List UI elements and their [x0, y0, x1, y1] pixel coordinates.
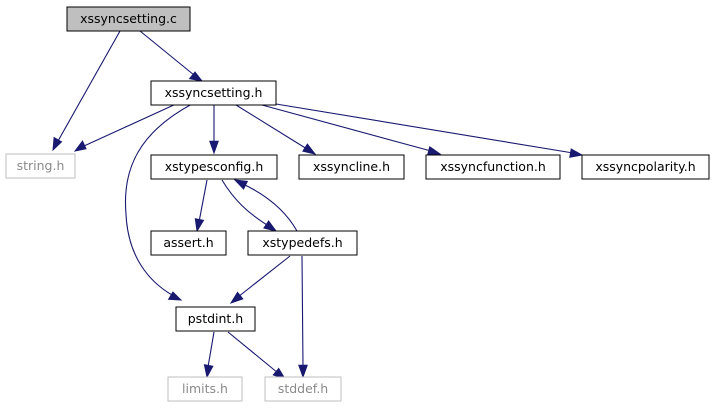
edge-xssyncsetting-h-to-pstdint-h [124, 103, 193, 301]
node-pstdint-h[interactable]: pstdint.h [175, 306, 256, 332]
node-label: xstypesconfig.h [165, 159, 264, 174]
node-label: pstdint.h [188, 311, 243, 326]
edge-pstdint-h-to-stddef-h [227, 331, 287, 380]
node-label: stddef.h [278, 381, 328, 396]
node-label: string.h [17, 158, 65, 173]
node-label: xssyncpolarity.h [595, 159, 695, 174]
edge-xssyncsetting-h-to-xstypesconfig-h [209, 105, 219, 155]
edge-xssyncsetting-c-to-string-h [52, 30, 121, 152]
edge-xstypesconfig-h-to-xstypedefs-h [221, 179, 278, 232]
edge-xstypedefs-h-to-stddef-h [298, 255, 308, 379]
edge-xstypedefs-h-to-xstypesconfig-h [233, 179, 298, 232]
edge-xssyncsetting-c-to-xssyncsetting-h [139, 30, 204, 82]
node-xssyncfunction-h[interactable]: xssyncfunction.h [425, 154, 561, 180]
edge-xstypesconfig-h-to-assert-h [194, 179, 208, 233]
node-label: xssyncsetting.c [80, 11, 177, 26]
node-xssyncline-h[interactable]: xssyncline.h [298, 154, 405, 180]
edge-xssyncsetting-h-to-string-h [73, 103, 177, 152]
edge-xssyncsetting-h-to-xssyncpolarity-h [275, 103, 584, 158]
edge-xstypedefs-h-to-pstdint-h [229, 255, 291, 304]
node-stddef-h[interactable]: stddef.h [264, 376, 342, 402]
node-assert-h[interactable]: assert.h [150, 230, 227, 256]
node-string-h[interactable]: string.h [5, 153, 76, 179]
graph-nodes: xssyncsetting.c xssyncsetting.h string.h… [5, 6, 710, 402]
node-xstypesconfig-h[interactable]: xstypesconfig.h [150, 154, 278, 180]
node-label: limits.h [182, 381, 228, 396]
node-label: assert.h [163, 235, 213, 250]
node-label: xssyncfunction.h [440, 159, 546, 174]
node-xssyncsetting-h[interactable]: xssyncsetting.h [150, 80, 277, 106]
node-label: xstypedefs.h [262, 235, 342, 250]
node-xssyncpolarity-h[interactable]: xssyncpolarity.h [581, 154, 710, 180]
graph-edges [52, 30, 584, 380]
node-xssyncsetting-c[interactable]: xssyncsetting.c [66, 6, 191, 32]
edge-xssyncsetting-h-to-xssyncfunction-h [261, 104, 442, 156]
node-label: xssyncline.h [313, 159, 390, 174]
node-label: xssyncsetting.h [165, 85, 263, 100]
edge-xssyncsetting-h-to-xssyncline-h [235, 104, 317, 155]
edge-pstdint-h-to-limits-h [203, 331, 215, 379]
node-limits-h[interactable]: limits.h [167, 376, 243, 402]
node-xstypedefs-h[interactable]: xstypedefs.h [247, 230, 358, 256]
